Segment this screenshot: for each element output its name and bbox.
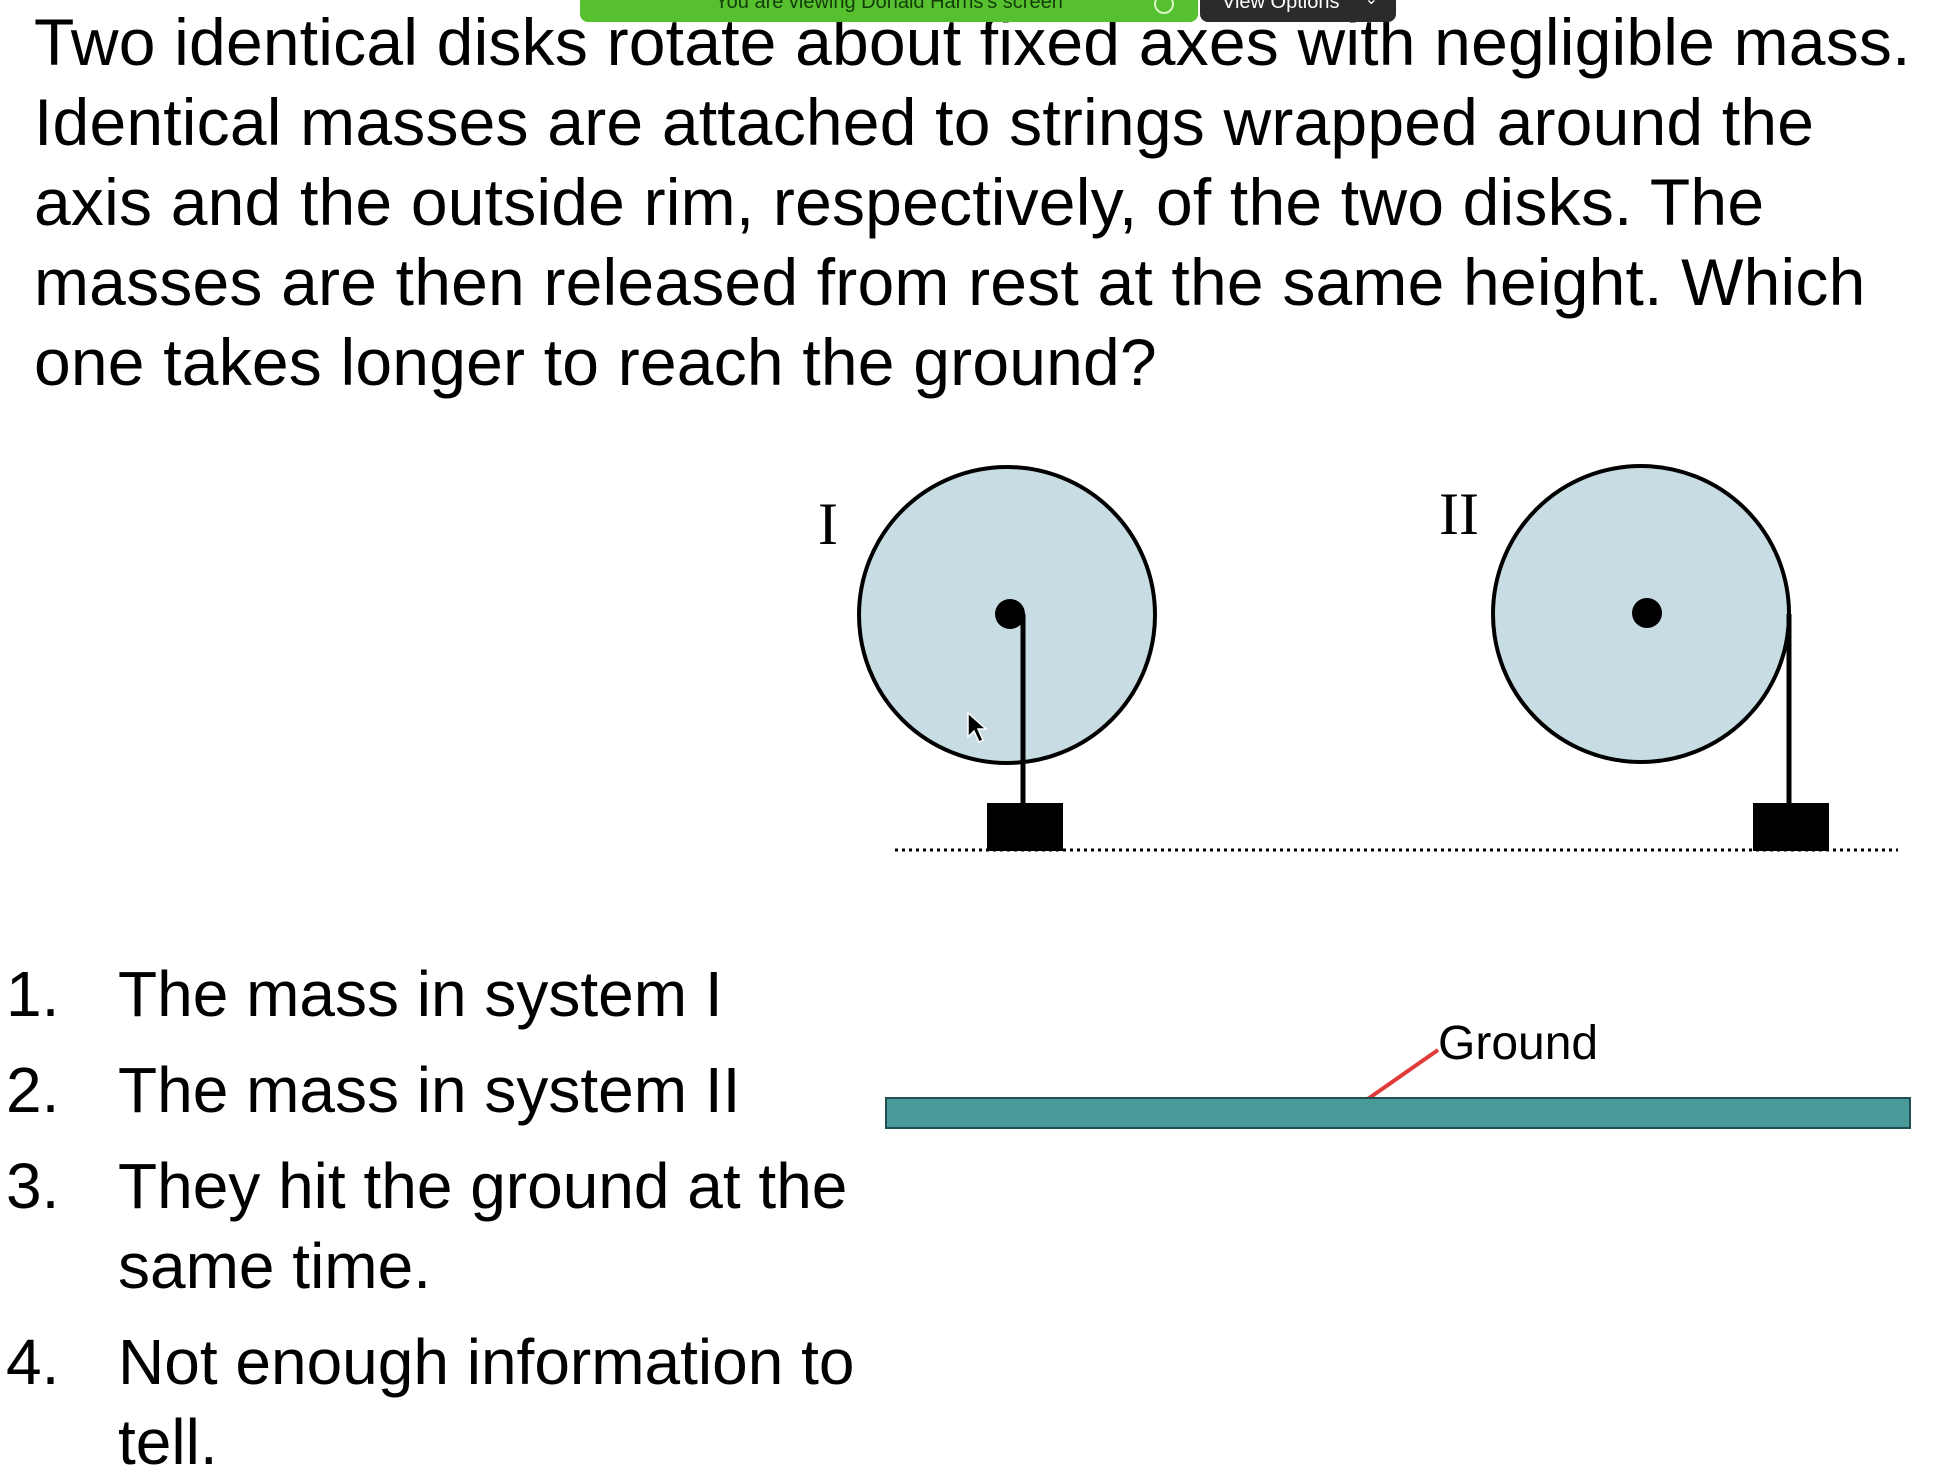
answer-option-1: 1. The mass in system I bbox=[0, 954, 958, 1034]
answer-number: 3. bbox=[6, 1150, 60, 1222]
question-text: Two identical disks rotate about fixed a… bbox=[34, 5, 1911, 399]
mouse-cursor-icon bbox=[967, 711, 988, 744]
answer-text: The mass in system II bbox=[118, 1054, 741, 1126]
share-indicator-icon bbox=[1154, 0, 1174, 14]
answer-text: The mass in system I bbox=[118, 958, 723, 1030]
answer-text: They hit the ground at the same time. bbox=[118, 1150, 848, 1302]
answer-option-4: 4. Not enough information to tell. bbox=[0, 1322, 958, 1482]
answer-option-3: 3. They hit the ground at the same time. bbox=[0, 1146, 958, 1306]
system-2-label: II bbox=[1439, 481, 1479, 547]
system-1-label: I bbox=[818, 491, 838, 557]
answer-number: 1. bbox=[6, 958, 60, 1030]
answer-text: Not enough information to tell. bbox=[118, 1326, 855, 1478]
answer-number: 4. bbox=[6, 1326, 60, 1398]
screen-share-banner: You are viewing Donald Harris's screen V… bbox=[580, 0, 1396, 22]
mass-1 bbox=[987, 803, 1063, 851]
share-status-bar: You are viewing Donald Harris's screen bbox=[580, 0, 1198, 22]
disk-1-axle bbox=[995, 599, 1025, 629]
view-options-button[interactable]: View Options ⌄ bbox=[1200, 0, 1396, 22]
pulley-diagram: I II Ground bbox=[818, 464, 1911, 1129]
chevron-down-icon: ⌄ bbox=[1365, 0, 1378, 11]
view-options-label: View Options bbox=[1222, 0, 1340, 13]
answer-number: 2. bbox=[6, 1054, 60, 1126]
ground-surface bbox=[885, 1097, 1911, 1129]
disk-2-axle bbox=[1632, 598, 1662, 628]
mass-2 bbox=[1753, 803, 1829, 851]
share-status-text: You are viewing Donald Harris's screen bbox=[715, 0, 1063, 13]
ground-label: Ground bbox=[1438, 1017, 1599, 1070]
ground-pointer-line bbox=[1360, 1048, 1440, 1105]
diagram-svg bbox=[857, 464, 1898, 1105]
answer-option-2: 2. The mass in system II bbox=[0, 1050, 958, 1130]
answer-list: 1. The mass in system I 2. The mass in s… bbox=[0, 954, 958, 1482]
